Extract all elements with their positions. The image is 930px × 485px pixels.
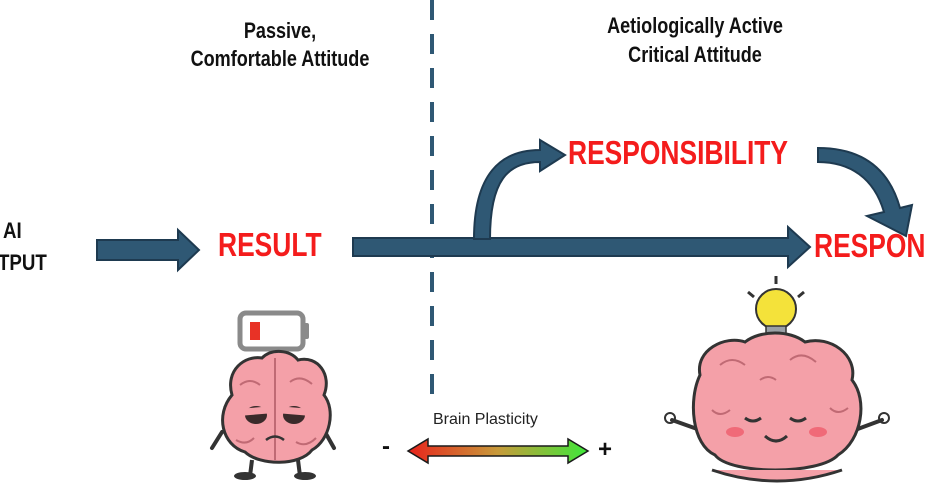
low-battery-icon [237, 310, 309, 352]
brain-plasticity-label: Brain Plasticity [433, 411, 538, 428]
right-heading-line1: Aetiologically Active [607, 13, 783, 38]
arrow-curve-to-responsibility [472, 138, 567, 240]
source-label-line1: AI [3, 218, 22, 243]
plasticity-gradient-arrow [406, 437, 590, 465]
left-heading-line2: Comfortable Attitude [190, 46, 370, 71]
plasticity-plus-sign: + [598, 436, 613, 463]
plasticity-minus-sign: - [382, 433, 390, 460]
response-label: RESPON [814, 227, 926, 264]
arrow-output-to-result [96, 227, 201, 273]
source-label-line2: TPUT [0, 250, 47, 275]
result-label: RESULT [218, 226, 322, 263]
responsibility-label: RESPONSIBILITY [568, 134, 789, 171]
meditating-brain-icon [664, 331, 890, 483]
arrow-result-to-response [352, 224, 812, 270]
right-heading-line2: Critical Attitude [628, 42, 762, 67]
left-heading-line1: Passive, [243, 18, 317, 43]
tired-brain-icon [210, 350, 336, 480]
arrow-curve-to-response [817, 146, 914, 238]
